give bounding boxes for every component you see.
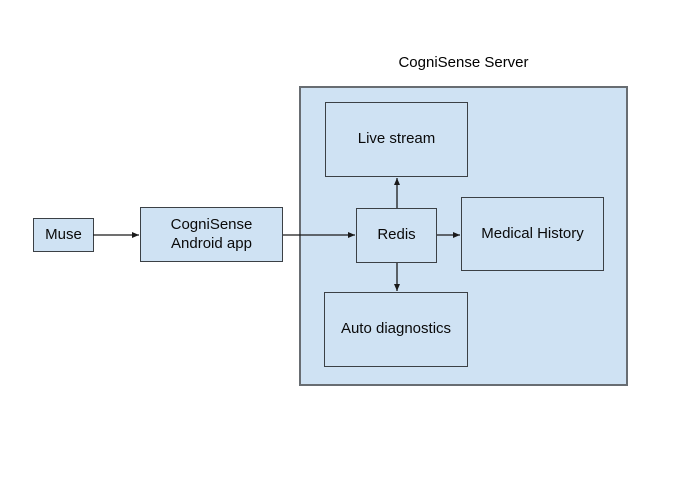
node-redis: Redis [356,208,437,263]
node-cognisense-android-app-label: CogniSense Android app [170,215,253,252]
node-muse: Muse [33,218,94,252]
node-auto-diagnostics: Auto diagnostics [324,292,468,367]
node-redis-label: Redis [377,226,416,244]
node-live-stream-label: Live stream [357,130,436,148]
node-medical-history: Medical History [461,197,604,271]
server-container-title: CogniSense Server [398,54,529,71]
node-medical-history-label: Medical History [481,224,584,242]
node-auto-diagnostics-label: Auto diagnostics [340,320,452,338]
node-muse-label: Muse [45,225,82,243]
node-cognisense-android-app: CogniSense Android app [140,207,283,262]
node-live-stream: Live stream [325,102,468,177]
